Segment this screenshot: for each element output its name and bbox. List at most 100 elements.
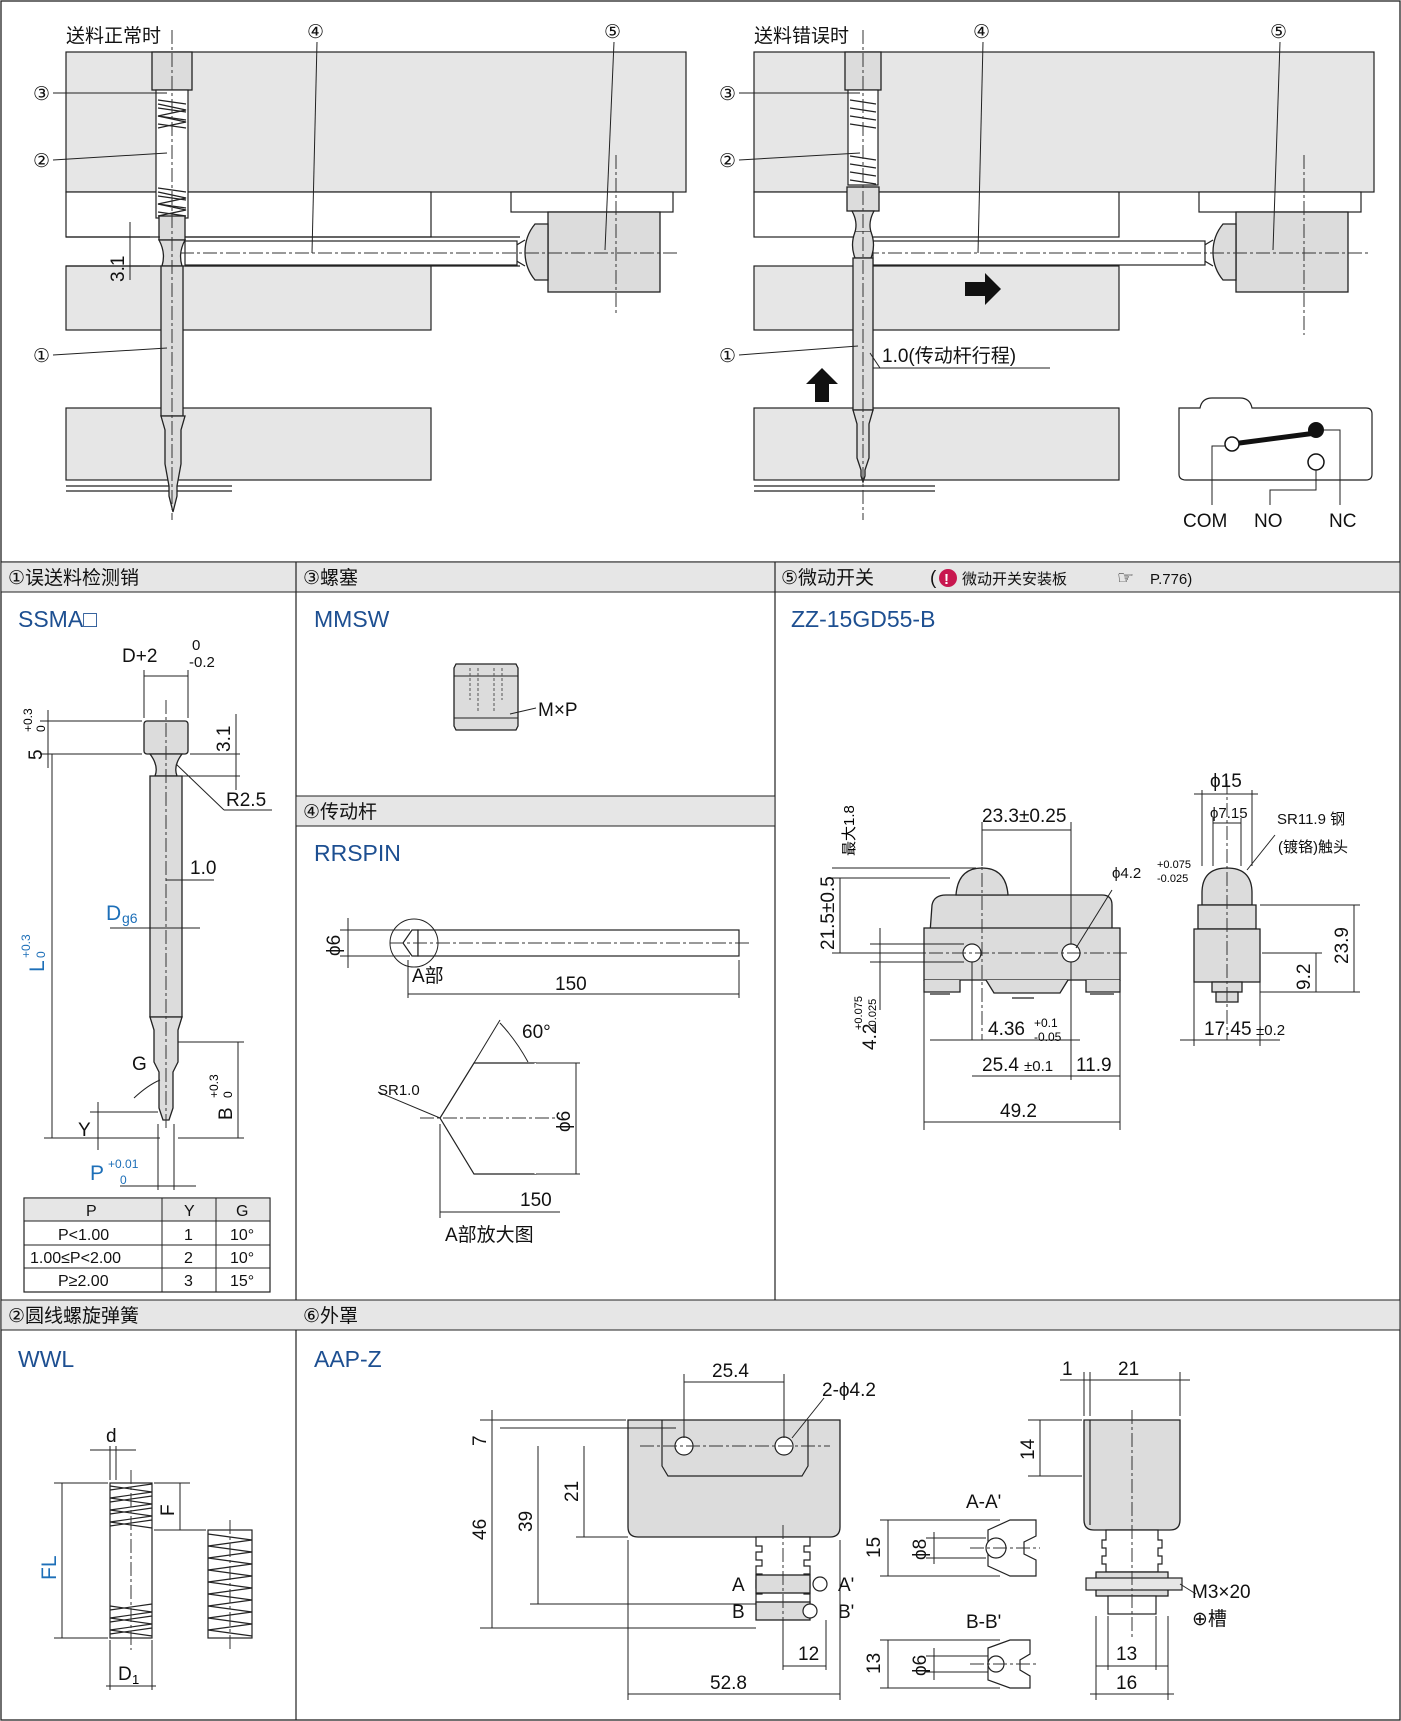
svg-text:23.9: 23.9 xyxy=(1332,927,1353,964)
svg-text:17.45: 17.45 xyxy=(1204,1019,1252,1040)
misfeed-callouts: ③ ② ① ④ ⑤ xyxy=(719,22,1287,367)
svg-text:25.4: 25.4 xyxy=(712,1361,749,1382)
svg-text:9.2: 9.2 xyxy=(1294,964,1315,990)
svg-text:23.3±0.25: 23.3±0.25 xyxy=(982,806,1066,827)
svg-text:Y: Y xyxy=(184,1203,195,1220)
svg-text:16: 16 xyxy=(1116,1673,1137,1694)
svg-text:4.36: 4.36 xyxy=(988,1019,1025,1040)
rod-header: ④传动杆 xyxy=(303,801,377,823)
svg-text:B-B': B-B' xyxy=(966,1612,1001,1633)
svg-text:3: 3 xyxy=(184,1273,193,1290)
svg-text:ϕ7.15: ϕ7.15 xyxy=(1210,805,1248,822)
svg-text:R2.5: R2.5 xyxy=(226,790,266,811)
svg-text:1.0: 1.0 xyxy=(190,858,216,879)
svg-text:7: 7 xyxy=(470,1435,491,1446)
cover-model: AAP-Z xyxy=(314,1346,382,1372)
plug-thread-label: M×P xyxy=(538,700,578,721)
svg-text:0: 0 xyxy=(34,725,48,732)
svg-text:39: 39 xyxy=(516,1511,537,1532)
svg-text:NC: NC xyxy=(1329,511,1356,532)
svg-text:1.00≤P<2.00: 1.00≤P<2.00 xyxy=(30,1250,121,1267)
spring-model: WWL xyxy=(18,1346,74,1372)
svg-text:21.5±0.5: 21.5±0.5 xyxy=(818,876,839,950)
plug-header: ③螺塞 xyxy=(303,567,358,589)
svg-text:2-ϕ4.2: 2-ϕ4.2 xyxy=(822,1380,876,1401)
svg-text:Y: Y xyxy=(78,1120,91,1141)
svg-text:±0.2: ±0.2 xyxy=(1256,1022,1285,1039)
svg-text:49.2: 49.2 xyxy=(1000,1101,1037,1122)
switch-drawing: 最大1.8 21.5±0.5 23.3±0.25 ϕ4.2 +0.075 -0.… xyxy=(818,771,1360,1130)
svg-text:③: ③ xyxy=(33,84,50,105)
svg-text:ϕ6: ϕ6 xyxy=(554,1111,575,1132)
normal-feed-diagram: 送料正常时 ③ ② xyxy=(33,22,687,520)
svg-text:M3×20: M3×20 xyxy=(1192,1582,1251,1603)
svg-text:0: 0 xyxy=(120,1173,127,1187)
rod-model: RRSPIN xyxy=(314,840,401,866)
switch-header: ⑤微动开关 ( ! 微动开关安装板 ☞ P.776) xyxy=(781,567,1192,589)
svg-text:D: D xyxy=(106,902,121,925)
svg-text:④: ④ xyxy=(973,22,990,43)
svg-text:微动开关安装板: 微动开关安装板 xyxy=(962,570,1067,588)
svg-text:ϕ4.2: ϕ4.2 xyxy=(1112,865,1141,882)
svg-text:+0.1: +0.1 xyxy=(1034,1016,1058,1030)
pin-drawing: D+2 0 -0.2 5 +0.3 0 3.1 R2.5 1.0 D g6 L … xyxy=(19,637,272,1190)
svg-text:ϕ15: ϕ15 xyxy=(1210,771,1242,792)
svg-text:15: 15 xyxy=(864,1537,885,1558)
svg-text:D+2: D+2 xyxy=(122,646,157,667)
svg-text:10°: 10° xyxy=(230,1227,254,1244)
svg-text:P.776): P.776) xyxy=(1150,571,1192,588)
svg-text:ϕ8: ϕ8 xyxy=(910,1539,931,1560)
svg-text:SR1.0: SR1.0 xyxy=(378,1082,420,1099)
svg-text:①: ① xyxy=(33,346,50,367)
svg-text:+0.3: +0.3 xyxy=(19,934,33,958)
svg-text:11.9: 11.9 xyxy=(1076,1055,1112,1076)
svg-text:②: ② xyxy=(33,151,50,172)
reference-icon: ☞ xyxy=(1117,568,1134,589)
svg-text:⊕槽: ⊕槽 xyxy=(1192,1608,1227,1630)
misfeed-title: 送料错误时 xyxy=(754,25,849,47)
plug-drawing: M×P xyxy=(453,663,578,731)
svg-text:15°: 15° xyxy=(230,1273,254,1290)
switch-model: ZZ-15GD55-B xyxy=(791,606,935,632)
svg-text:0: 0 xyxy=(192,637,200,654)
svg-text:B: B xyxy=(216,1107,237,1120)
svg-text:!: ! xyxy=(944,571,949,588)
svg-text:13: 13 xyxy=(1116,1644,1137,1665)
svg-text:+0.01: +0.01 xyxy=(108,1157,139,1171)
switch-schematic: COM NO NC xyxy=(1178,397,1373,532)
svg-text:150: 150 xyxy=(555,974,587,995)
svg-text:25.4: 25.4 xyxy=(982,1055,1019,1076)
svg-text:①: ① xyxy=(719,346,736,367)
svg-text:(镀铬)触头: (镀铬)触头 xyxy=(1278,839,1348,856)
svg-text:D: D xyxy=(118,1664,132,1685)
svg-text:3.1: 3.1 xyxy=(214,726,235,752)
cover-drawing: A A' B B' 25.4 2-ϕ4.2 7 46 39 21 12 52.8… xyxy=(470,1359,1251,1700)
svg-text:A: A xyxy=(732,1575,745,1596)
spring-header: ②圆线螺旋弹簧 xyxy=(8,1305,139,1327)
svg-text:-0.025: -0.025 xyxy=(1157,873,1188,885)
svg-text:ϕ6: ϕ6 xyxy=(324,935,345,956)
normal-dim-3-1: 3.1 xyxy=(108,256,129,282)
svg-text:A-A': A-A' xyxy=(966,1492,1001,1513)
svg-text:0: 0 xyxy=(221,1091,235,1098)
svg-text:+0.075: +0.075 xyxy=(1157,859,1191,871)
svg-text:0: 0 xyxy=(34,951,48,958)
svg-text:FL: FL xyxy=(38,1555,61,1580)
misfeed-stroke-label: 1.0(传动杆行程) xyxy=(882,345,1016,367)
svg-text:60°: 60° xyxy=(522,1022,551,1043)
svg-text:±0.1: ±0.1 xyxy=(1024,1058,1053,1075)
svg-text:1: 1 xyxy=(132,1672,139,1687)
svg-text:14: 14 xyxy=(1018,1438,1039,1460)
cover-header: ⑥外罩 xyxy=(303,1305,358,1327)
svg-text:P≥2.00: P≥2.00 xyxy=(58,1273,109,1290)
svg-text:52.8: 52.8 xyxy=(710,1673,747,1694)
svg-text:5: 5 xyxy=(26,749,47,760)
spring-drawing: d FL F D 1 xyxy=(38,1426,253,1690)
svg-text:d: d xyxy=(106,1426,117,1447)
svg-text:A部: A部 xyxy=(412,965,444,987)
svg-text:NO: NO xyxy=(1254,511,1283,532)
svg-text:③: ③ xyxy=(719,84,736,105)
svg-text:G: G xyxy=(132,1054,147,1075)
